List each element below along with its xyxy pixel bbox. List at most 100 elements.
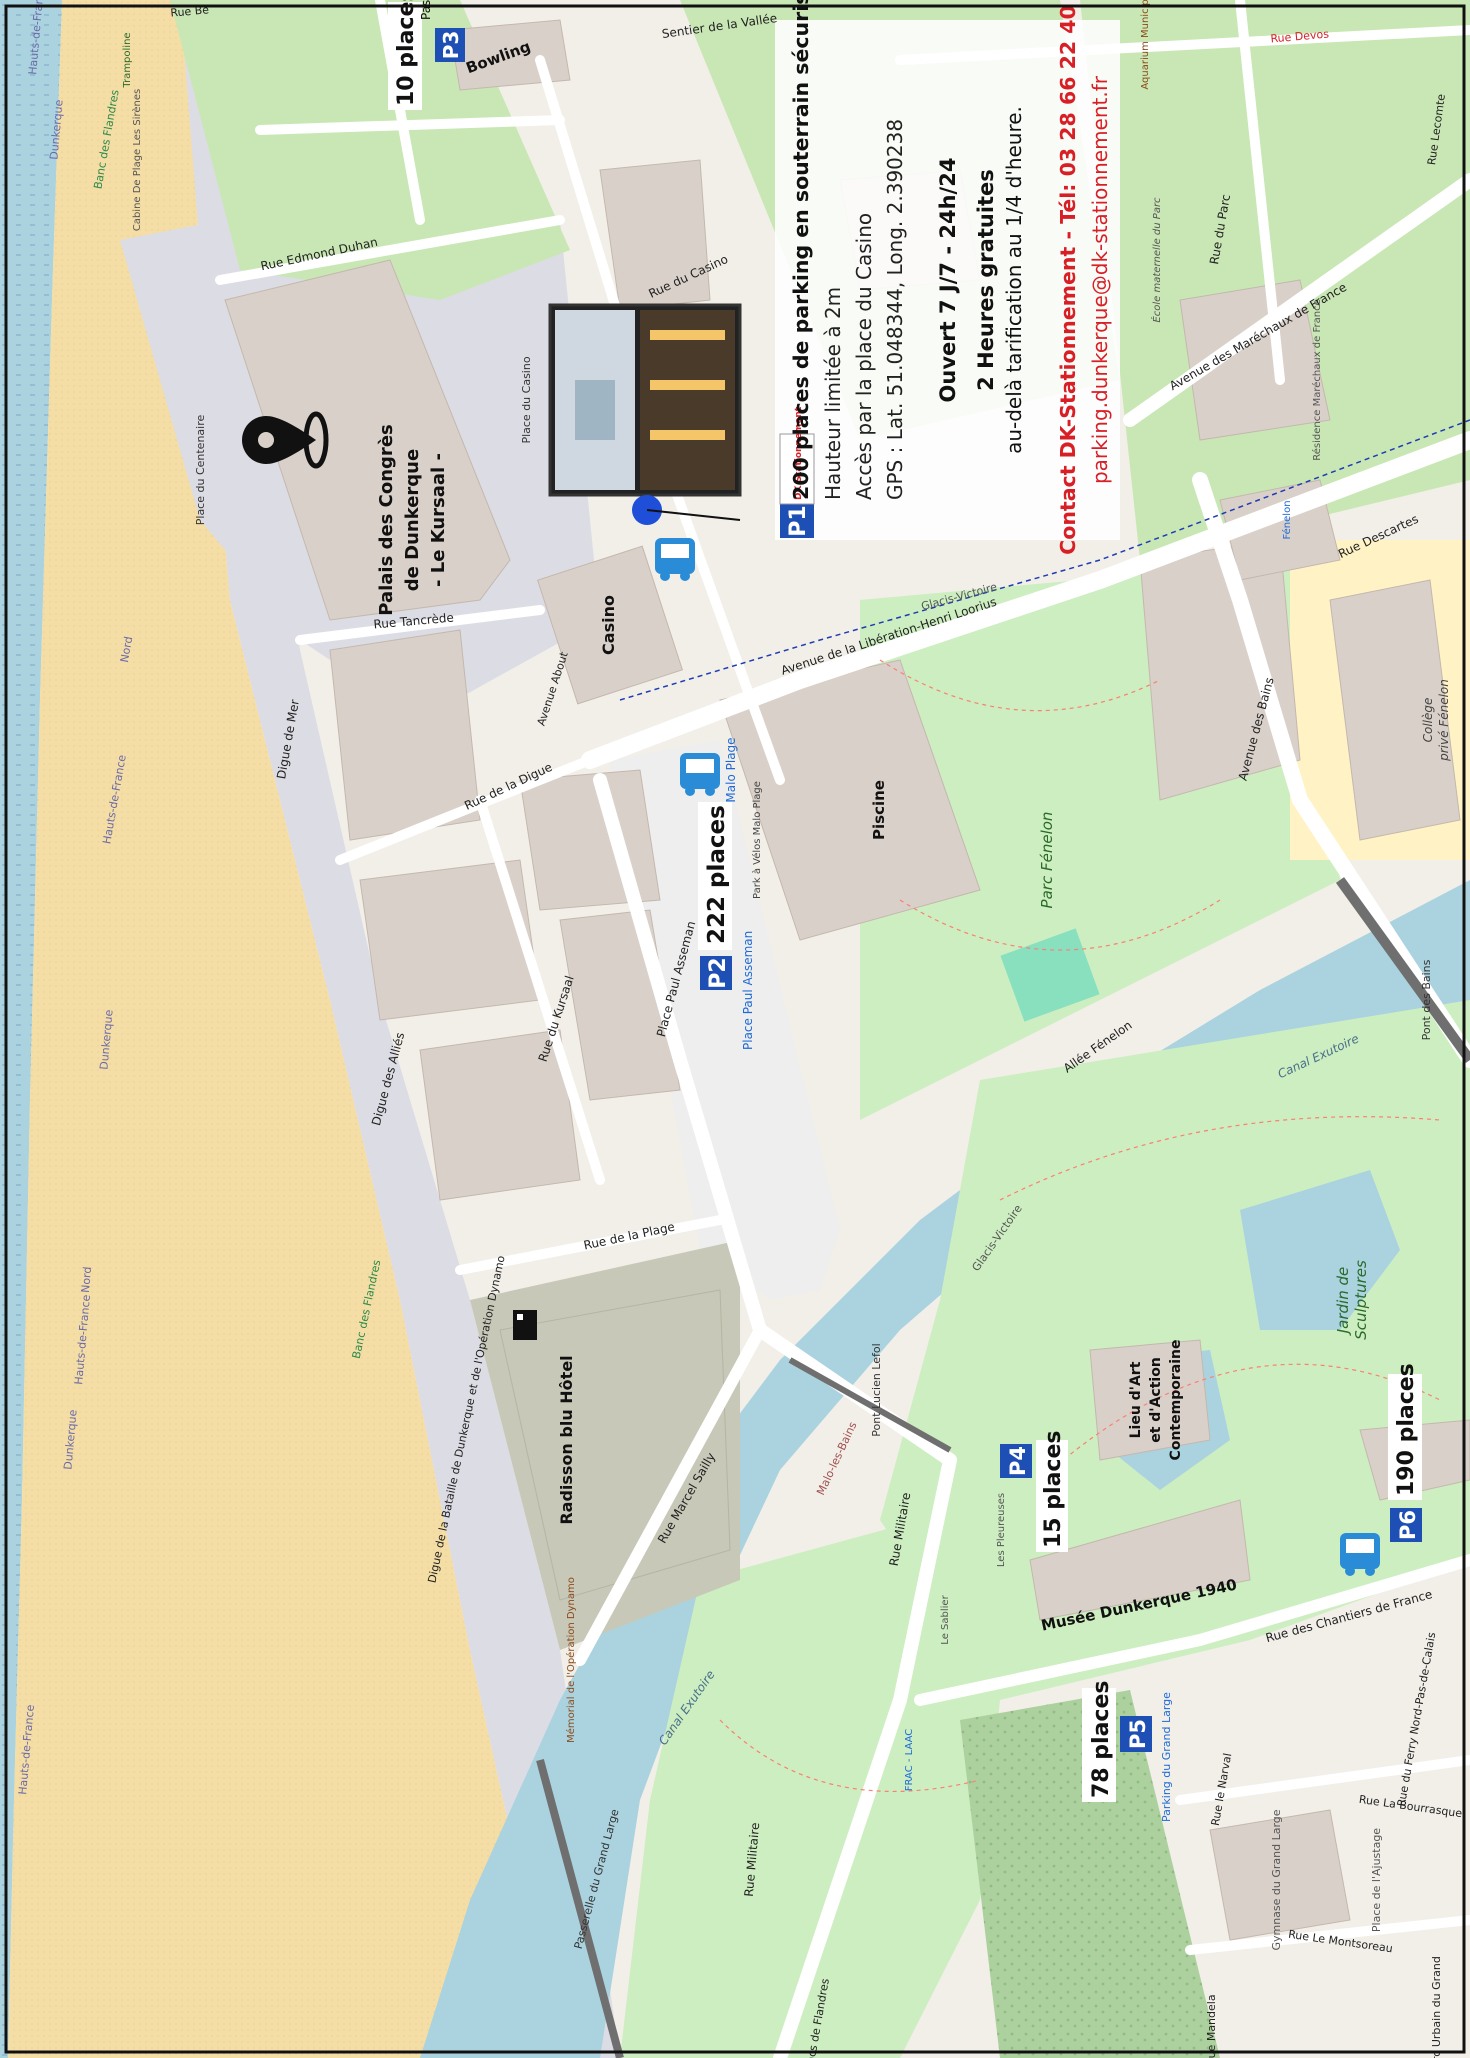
- college-label-2: privé Fénelon: [1437, 679, 1451, 762]
- p4-places: 15 places: [1041, 1431, 1066, 1548]
- p4-badge-bg: [1000, 1444, 1032, 1478]
- contact-line[interactable]: Contact DK-Stationnement - Tél: 03 28 66…: [1056, 5, 1080, 555]
- place-casino-label: Place du Casino: [520, 356, 533, 443]
- p3-sub: Passage Fielding: [419, 0, 433, 20]
- street-parc-urbain: Parc Urbain du Grand: [1430, 1956, 1443, 2058]
- rue-digue-road: [335, 755, 595, 865]
- college-label-1: Collège: [1421, 698, 1435, 743]
- p2-badge-bg: [700, 956, 732, 990]
- p4-places-bg: [1036, 1440, 1068, 1552]
- street-tancrede: Rue Tancrède: [373, 611, 454, 632]
- p5-badge: P5: [1126, 1719, 1150, 1749]
- place-ajustage-label: Place de l'Ajustage: [1370, 1828, 1383, 1932]
- info-line-1: 200 places de parking en souterrain sécu…: [789, 0, 813, 500]
- p4-badge: P4: [1006, 1446, 1030, 1476]
- p5-places: 78 places: [1089, 1681, 1114, 1798]
- beach: [8, 0, 560, 2058]
- parking-p6[interactable]: P6 190 places: [1388, 1363, 1422, 1542]
- pond: [1240, 1170, 1400, 1330]
- bus-stop-icon-3: [1340, 1533, 1380, 1576]
- rue-plage-road: [455, 1215, 725, 1275]
- gymnase-building: [1209, 1809, 1351, 1941]
- place-asseman-road: [593, 773, 767, 1337]
- block-10: [599, 159, 711, 311]
- block-4: [519, 769, 661, 911]
- info-line-2: Hauteur limitée à 2m: [821, 287, 845, 500]
- rue-kursaal-road: [475, 795, 605, 1185]
- info-line-4: GPS : Lat. 51.048344, Long. 2.390238: [883, 119, 907, 500]
- p5-sub: Parking du Grand Large: [1160, 1692, 1173, 1822]
- info-box: P1 DK Stationnement 200 places de parkin…: [775, 0, 1120, 555]
- road-north-1: [255, 115, 565, 135]
- map-frame: [4, 4, 1466, 2054]
- p6-badge: P6: [1396, 1510, 1420, 1540]
- les-pleureuses-label: Les Pleureuses: [996, 1493, 1007, 1567]
- email-line[interactable]: parking.dunkerque@dk-stationnement.fr: [1088, 75, 1112, 484]
- bus-route: [619, 419, 1470, 701]
- path-1: [879, 659, 1161, 712]
- p5-badge-bg: [1120, 1716, 1152, 1752]
- av-marechaux-road: [1123, 173, 1470, 427]
- parking-p3[interactable]: P3 10 places Passage Fielding: [388, 0, 465, 110]
- p1-leader-line: [646, 509, 741, 521]
- rue-montsoreau-road: [1185, 1915, 1470, 1955]
- block-1: [329, 629, 481, 841]
- path-4: [1039, 1363, 1441, 1481]
- cabine-label: Cabine De Plage Les Sirènes: [131, 89, 143, 231]
- p1-badge: P1: [786, 505, 811, 536]
- info-line-5: Ouvert 7 J/7 - 24h/24: [936, 158, 960, 403]
- promenade: [180, 0, 620, 2058]
- parking-p2[interactable]: P2 222 places Place Paul Asseman: [698, 802, 755, 1050]
- le-sablier-label: Le Sablier: [940, 1594, 951, 1644]
- location-pin-icon: [242, 411, 329, 469]
- lieu-art-building: [1089, 1339, 1211, 1461]
- jardin-label-1: Jardin de: [1334, 1267, 1352, 1337]
- canal: [420, 880, 1470, 2058]
- info-line-7: au-delà tarification au 1/4 d'heure.: [1002, 106, 1026, 454]
- p2-sub: Place Paul Asseman: [741, 931, 755, 1050]
- jardin-label-2: Sculptures: [1352, 1260, 1370, 1340]
- parking-p4[interactable]: P4 15 places: [1000, 1431, 1068, 1552]
- kursaal-label-3: - Le Kursaal -: [428, 453, 449, 587]
- sea-label-nord-1: Nord: [118, 635, 135, 663]
- dk-logo: DK Stationnement: [794, 406, 804, 500]
- radisson-label: Radisson blu Hôtel: [557, 1355, 576, 1524]
- place-centenaire-label: Place du Centenaire: [194, 415, 207, 526]
- street-militaire-2: Rue Militaire: [742, 1822, 762, 1897]
- rue-edmond-road: [215, 215, 565, 285]
- parc-fenelon-label: Parc Fénelon: [1038, 812, 1056, 909]
- rue-marcel-sailly-road: [574, 1324, 766, 1666]
- street-devos: Rue Devos: [1270, 27, 1330, 45]
- p1-badge-bg: [780, 504, 814, 538]
- hotel-icon: [513, 1310, 537, 1340]
- path-5: [719, 1719, 981, 1793]
- malo-plage-label: Malo Plage: [724, 737, 738, 802]
- casino-building: [536, 545, 684, 705]
- p3-badge: P3: [439, 31, 463, 60]
- lieu-label-2: et d'Action: [1148, 1357, 1164, 1443]
- parking-p5[interactable]: P5 78 places Parking du Grand Large: [1082, 1681, 1173, 1822]
- pont-lefol-bridge: [788, 1357, 952, 1453]
- p3-places-bg: [388, 2, 422, 110]
- info-line-3: Accès par la place du Casino: [852, 213, 876, 500]
- p2-places-bg: [698, 802, 732, 950]
- pont-des-bains: [1335, 877, 1470, 1063]
- street-fenelon: Fénelon: [1281, 500, 1293, 539]
- lieu-label-3: Contemporaine: [1168, 1340, 1184, 1461]
- sea-label-dunkerque-3: Dunkerque: [61, 1409, 79, 1470]
- info-box-bg: [775, 20, 1120, 540]
- rue-tancrede-road: [295, 605, 545, 645]
- p6-places: 190 places: [1394, 1363, 1419, 1496]
- residence-label: Résidence Maréchaux de France: [1311, 299, 1323, 460]
- p6-places-bg: [1388, 1374, 1422, 1500]
- road-ne-1: [1235, 0, 1285, 385]
- kursaal-label-1: Palais des Congrès: [376, 424, 397, 615]
- ecole-label: École maternelle du Parc: [1150, 197, 1163, 323]
- rue-narval-road: [1175, 1755, 1470, 1805]
- memorial-label: Mémorial de l'Opération Dynamo: [565, 1577, 577, 1743]
- street-mandela: Rue Mandela: [1205, 1994, 1218, 2058]
- bus-stop-icon: [655, 538, 695, 581]
- musee-building: [1029, 1499, 1251, 1621]
- frac-label: FRAC - LAAC: [904, 1729, 915, 1791]
- residential-east: [1080, 0, 1470, 560]
